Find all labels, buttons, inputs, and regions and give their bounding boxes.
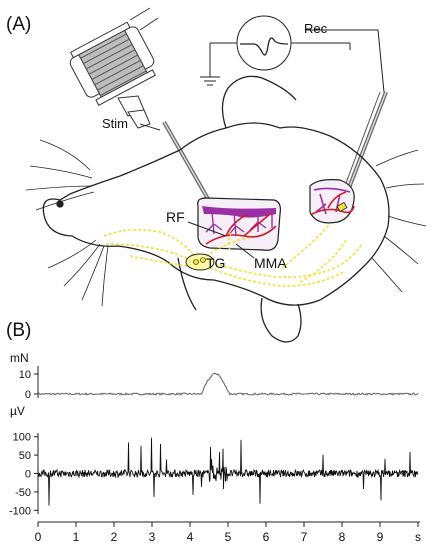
time-x-ticks: 0 1 2 3 4 5 6 7 8 9 s [35, 522, 421, 544]
trigeminal-nerve-pathways [103, 223, 363, 288]
voltage-y-tick-label: -50 [15, 487, 31, 499]
panel-a: (A) [6, 7, 427, 343]
force-y-tick-label: 10 [19, 369, 31, 381]
panel-a-label: (A) [6, 14, 31, 35]
rat-head-outline [42, 75, 390, 343]
whiskers [25, 139, 427, 307]
time-x-tick-label: 5 [225, 530, 232, 544]
stimulator-device [69, 7, 161, 131]
time-x-tick-label: 8 [339, 530, 346, 544]
ear-left [221, 75, 297, 129]
time-x-tick-label: 3 [149, 530, 156, 544]
force-y-ticks: 10 0 [19, 369, 38, 401]
tg-label: TG [206, 255, 225, 271]
force-y-tick-label: 0 [25, 389, 31, 401]
panel-b-label: (B) [6, 320, 31, 341]
jaw-line [177, 257, 197, 311]
time-x-tick-label: 1 [73, 530, 80, 544]
mma-label: MMA [254, 255, 287, 271]
rf-label: RF [166, 209, 185, 225]
voltage-trace [37, 437, 419, 506]
time-x-tick-label: 6 [263, 530, 270, 544]
time-x-tick-label: 0 [35, 530, 42, 544]
time-x-tick-label: 9 [377, 530, 384, 544]
voltage-y-tick-label: 50 [19, 450, 31, 462]
time-x-tick-label: 7 [301, 530, 308, 544]
ear-right [260, 297, 302, 343]
time-x-tick-label: 2 [111, 530, 118, 544]
cranial-window-right [309, 179, 355, 224]
coil-windings-icon [69, 21, 156, 106]
voltage-y-tick-label: 0 [25, 469, 31, 481]
time-x-tick-label: 4 [187, 530, 194, 544]
force-trace [37, 372, 419, 396]
voltage-y-tick-label: 100 [13, 432, 31, 444]
trigeminal-ganglion [185, 253, 215, 271]
stim-label: Stim [102, 116, 128, 131]
mma-vessel [205, 213, 277, 245]
voltage-y-ticks: 100 50 0 -50 -100 [9, 432, 38, 517]
voltage-chart: µV 100 50 0 -50 -100 0 1 2 3 4 5 6 7 8 9 s [9, 404, 421, 544]
rec-label: Rec [304, 21, 328, 36]
time-x-tick-label: s [415, 530, 421, 544]
recording-oscilloscope [200, 15, 385, 93]
annotation-leaders [187, 221, 255, 259]
cranial-window-left [197, 197, 281, 251]
force-chart: mN 10 0 [10, 351, 419, 401]
force-unit-label: mN [10, 351, 29, 365]
voltage-unit-label: µV [10, 404, 25, 418]
voltage-y-tick-label: -100 [9, 505, 31, 517]
